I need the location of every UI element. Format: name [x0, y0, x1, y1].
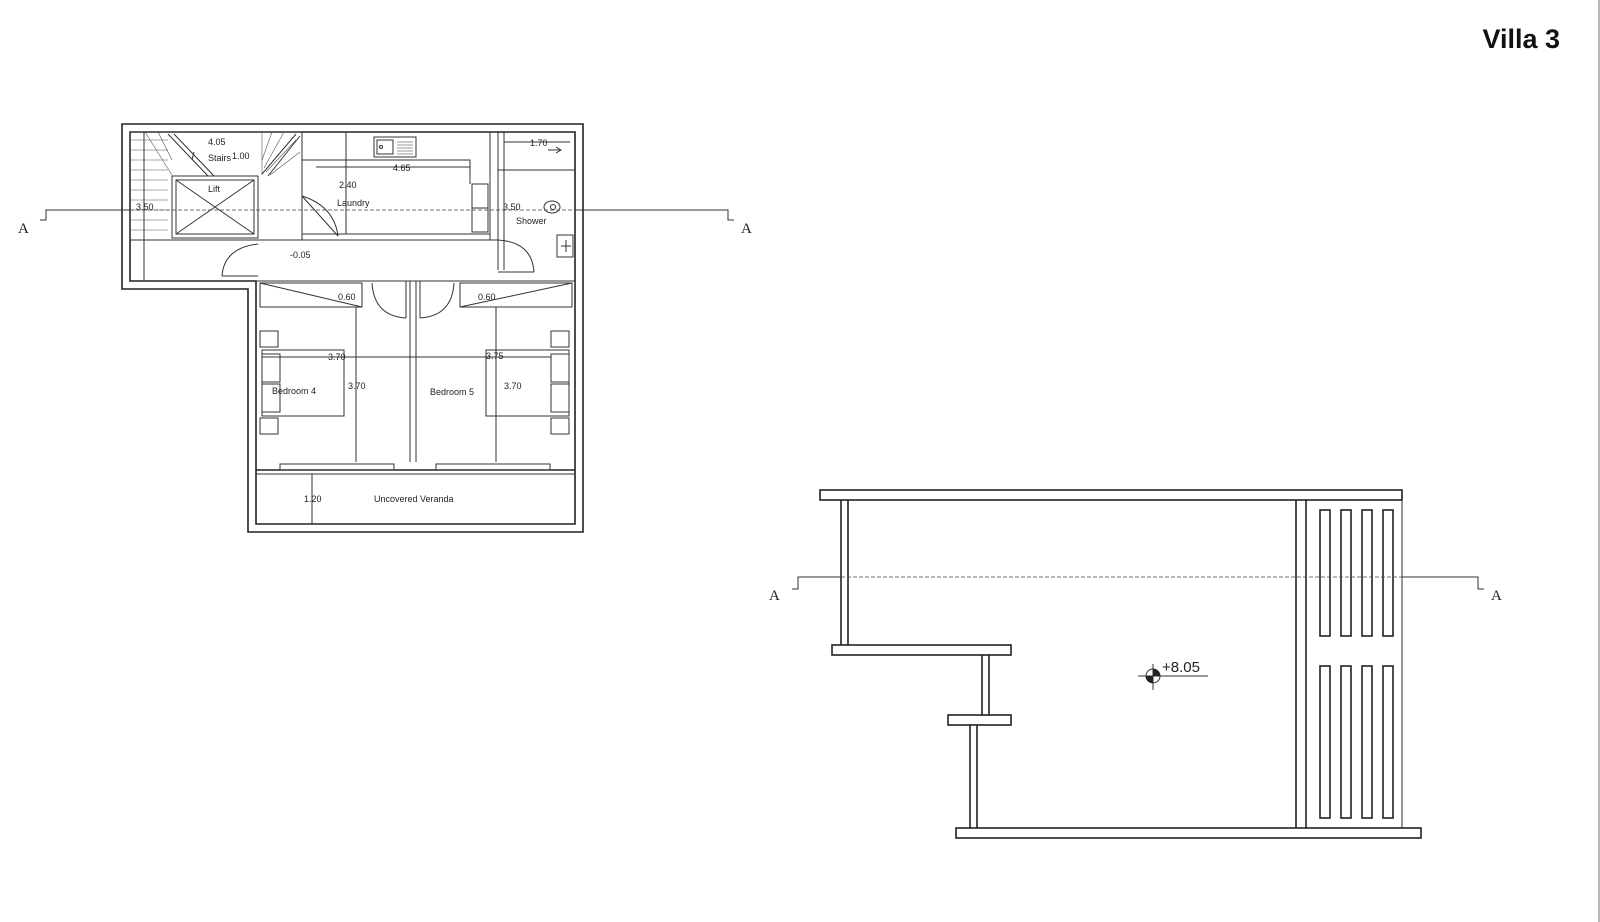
- bedroom5-label: Bedroom 5: [430, 387, 474, 397]
- floor-level-label: -0.05: [290, 250, 311, 260]
- bed-icon: [485, 349, 570, 417]
- solar-panel-icon: [1382, 665, 1394, 819]
- nightstand-icon: [550, 417, 570, 435]
- solar-panels: [1319, 509, 1394, 819]
- floor-plan: Stairs 4.05 1.00 Lift 3.50: [18, 123, 752, 533]
- roof-step-ledge: [947, 714, 1012, 726]
- roof-section-marker-right: A: [1491, 588, 1502, 604]
- laundry-label: Laundry: [337, 198, 370, 208]
- page-edge: [1598, 0, 1600, 922]
- inner-wall-outline: [129, 131, 576, 525]
- solar-panel-icon: [1319, 509, 1331, 637]
- shower-width-dimension: 1.70: [530, 138, 548, 148]
- solar-panel-icon: [1361, 665, 1373, 819]
- stairs-depth-dimension: 1.00: [232, 151, 250, 161]
- wardrobe-left-dimension: 0.60: [338, 292, 356, 302]
- roof-bottom-parapet: [955, 827, 1422, 839]
- bedroom5-height-dimension: 3.70: [504, 381, 522, 391]
- stairs-label: Stairs: [208, 153, 232, 163]
- bedroom4-height-dimension: 3.70: [348, 381, 366, 391]
- roof-plan: +8.05 A A: [769, 489, 1502, 839]
- nightstand-icon: [259, 417, 279, 435]
- washing-machine-icon: [471, 183, 489, 209]
- roof-level-marker: +8.05: [1138, 659, 1208, 690]
- solar-panel-icon: [1382, 509, 1394, 637]
- roof-middle-ledge: [831, 644, 1012, 656]
- bedroom5-width-dimension: 3.75: [486, 351, 504, 361]
- toilet-icon: [543, 200, 561, 214]
- roof-top-parapet: [819, 489, 1403, 501]
- bedroom-4: 3.70 3.70 Bedroom 4: [259, 307, 430, 462]
- wardrobe-left: 0.60: [259, 282, 363, 308]
- veranda-label: Uncovered Veranda: [374, 494, 454, 504]
- bedroom-5: 3.75 3.70 Bedroom 5: [416, 307, 570, 462]
- section-marker-right: A: [741, 221, 752, 237]
- laundry-width-dimension: 4.65: [393, 163, 411, 173]
- washbasin-icon: [556, 234, 574, 258]
- section-marker-left: A: [18, 221, 29, 237]
- shower-room: 1.70 3.50 Shower: [497, 132, 575, 273]
- sliding-door-left: [279, 463, 395, 471]
- wardrobe-right: 0.60: [459, 282, 573, 308]
- nightstand-icon: [550, 330, 570, 348]
- bedroom4-door-swing: [371, 282, 407, 319]
- uncovered-veranda: 1.20 Uncovered Veranda: [256, 463, 575, 524]
- shower-label: Shower: [516, 216, 547, 226]
- page-title: Villa 3: [1482, 24, 1560, 54]
- laundry-room: 4.65 2.40 Laundry: [301, 132, 499, 270]
- solar-panel-icon: [1361, 509, 1373, 637]
- solar-panel-icon: [1340, 665, 1352, 819]
- staircase: Stairs 4.05 1.00: [129, 131, 303, 241]
- left-wing-height-dimension: 3.50: [136, 202, 154, 212]
- sink-icon: [373, 136, 417, 158]
- bedroom4-label: Bedroom 4: [272, 386, 316, 396]
- outer-wall-outline: [121, 123, 584, 533]
- bed-icon: [261, 349, 345, 417]
- section-line-a-roof: A A: [769, 576, 1502, 604]
- laundry-height-dimension: 2.40: [339, 180, 357, 190]
- lift-label: Lift: [208, 184, 221, 194]
- nightstand-icon: [259, 330, 279, 348]
- solar-panel-icon: [1319, 665, 1331, 819]
- roof-level-label: +8.05: [1162, 659, 1200, 676]
- bedroom5-door-swing: [419, 282, 455, 319]
- bedroom4-width-dimension: 3.70: [328, 352, 346, 362]
- lift-shaft: Lift: [171, 175, 259, 239]
- shower-height-dimension: 3.50: [503, 202, 521, 212]
- solar-panel-icon: [1340, 509, 1352, 637]
- wardrobe-right-dimension: 0.60: [478, 292, 496, 302]
- sliding-door-right: [435, 463, 551, 471]
- stairs-width-dimension: 4.05: [208, 137, 226, 147]
- veranda-depth-dimension: 1.20: [304, 494, 322, 504]
- section-line-a-floor: A A: [18, 209, 752, 237]
- roof-section-marker-left: A: [769, 588, 780, 604]
- lift-door-swing: [221, 243, 259, 277]
- dryer-icon: [471, 207, 489, 233]
